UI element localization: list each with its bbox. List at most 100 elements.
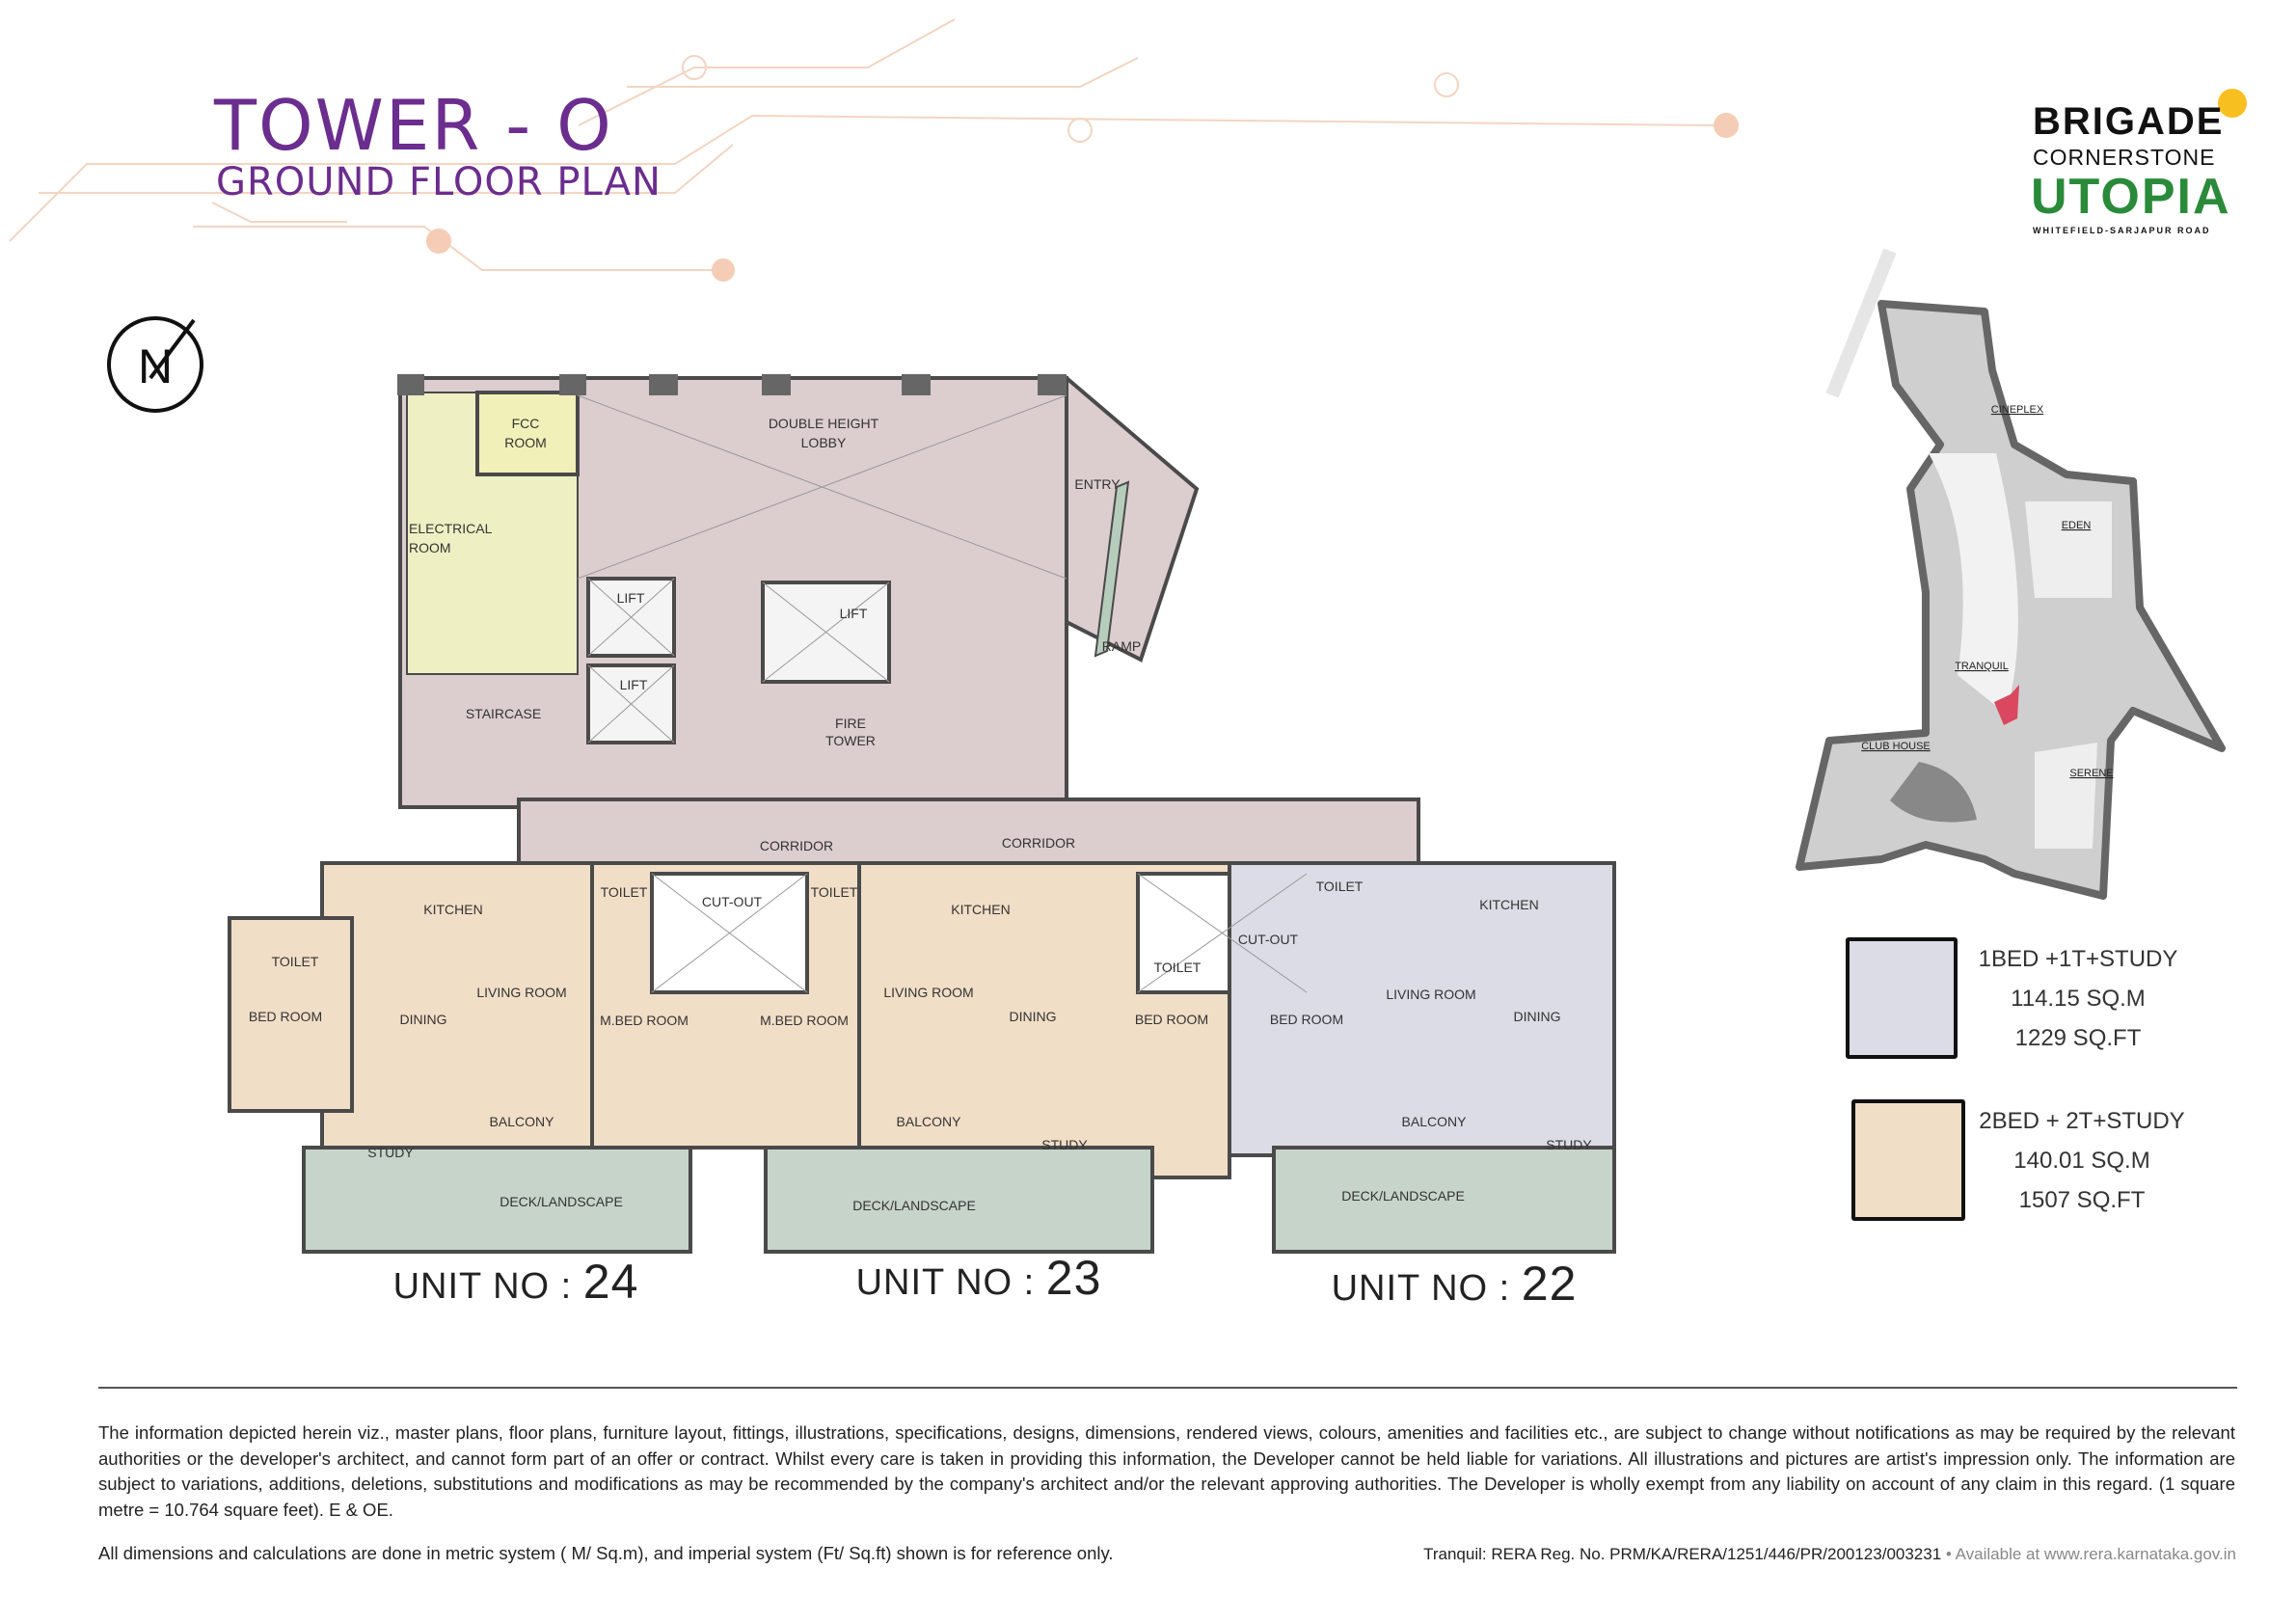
entry-wing: [1065, 373, 1200, 663]
site-label-cineplex: CINEPLEX: [1991, 404, 2044, 416]
site-map: CINEPLEX EDEN TRANQUIL CLUB HOUSE SERENE: [1796, 248, 2226, 900]
unit-24-bedroom-wing: [228, 916, 354, 1113]
rera-website: • Available at www.rera.karnataka.gov.in: [1941, 1545, 2236, 1563]
unit-number: 24: [582, 1255, 639, 1309]
unit-label-22: UNIT NO : 22: [1332, 1256, 1578, 1312]
u23-dining: DINING: [1010, 1009, 1057, 1024]
unit-label-23: UNIT NO : 23: [856, 1250, 1102, 1306]
unit-label-24: UNIT NO : 24: [393, 1254, 639, 1310]
legend-sqm: 114.15 SQ.M: [2011, 986, 2146, 1012]
compass-letter: N: [138, 339, 173, 393]
disclaimer-text: The information depicted herein viz., ma…: [98, 1422, 2235, 1520]
rera-number: Tranquil: RERA Reg. No. PRM/KA/RERA/1251…: [1423, 1545, 1942, 1563]
legend-sqft: 1229 SQ.FT: [2014, 1025, 2142, 1051]
label-fire-tower-2: TOWER: [825, 733, 876, 748]
u23-kitchen: KITCHEN: [951, 902, 1010, 917]
unit-number: 23: [1045, 1251, 1102, 1305]
unit-prefix: UNIT NO :: [392, 1266, 583, 1307]
logo-sun-icon: [2218, 89, 2247, 118]
u22-study: STUDY: [1546, 1137, 1592, 1152]
label-corridor-2: CORRIDOR: [1002, 835, 1075, 851]
u22-living: LIVING ROOM: [1386, 987, 1475, 1002]
label-cutout-1: CUT-OUT: [702, 894, 763, 909]
u23-deck: DECK/LANDSCAPE: [852, 1198, 976, 1213]
u23-balcony: BALCONY: [897, 1114, 962, 1129]
unit-prefix: UNIT NO :: [1331, 1268, 1522, 1309]
footer-divider: [98, 1387, 2237, 1389]
u24-kitchen: KITCHEN: [423, 902, 482, 917]
legend-swatch-1bed: [1846, 937, 1958, 1059]
unit-24: [320, 861, 594, 1179]
legend-2bed: 2BED + 2T+STUDY 140.01 SQ.M 1507 SQ.FT: [1961, 1101, 2202, 1220]
deck-23: [764, 1146, 1154, 1254]
u24-toilet: TOILET: [272, 954, 319, 969]
u23-bedroom: BED ROOM: [1135, 1012, 1208, 1027]
label-lift-3: LIFT: [840, 606, 868, 621]
label-lift-2: LIFT: [620, 677, 648, 692]
floor-plan: FCC ROOM DOUBLE HEIGHT LOBBY ELECTRICAL …: [228, 373, 1616, 1254]
site-label-clubhouse: CLUB HOUSE: [1861, 741, 1931, 752]
logo-brigade: BRIGADE: [2033, 100, 2225, 143]
unit-number: 22: [1521, 1257, 1578, 1311]
legend-type: 2BED + 2T+STUDY: [1979, 1108, 2185, 1134]
tower-location-marker: [1994, 685, 2019, 725]
u23-toilet-2: TOILET: [811, 884, 858, 900]
u22-dining: DINING: [1514, 1009, 1561, 1024]
label-lobby-2: LOBBY: [801, 435, 847, 450]
deck-24: [302, 1146, 692, 1254]
label-corridor-1: CORRIDOR: [760, 838, 833, 853]
label-fcc: FCC: [512, 416, 540, 431]
u22-bedroom: BED ROOM: [1270, 1012, 1343, 1027]
unit-23: [857, 861, 1231, 1179]
legend-swatch-2bed: [1851, 1099, 1965, 1221]
ramp-strip: [1094, 480, 1130, 658]
u23-study: STUDY: [1041, 1137, 1088, 1152]
u23-living: LIVING ROOM: [883, 985, 973, 1000]
u22-balcony: BALCONY: [1402, 1114, 1468, 1129]
metric-note: All dimensions and calculations are done…: [98, 1543, 1114, 1563]
site-label-tranquil: TRANQUIL: [1955, 661, 2009, 672]
legend-1bed: 1BED +1T+STUDY 114.15 SQ.M 1229 SQ.FT: [1958, 939, 2199, 1058]
north-compass-icon: N: [107, 316, 203, 413]
u24-bedroom: BED ROOM: [249, 1009, 322, 1024]
label-staircase: STAIRCASE: [466, 706, 541, 721]
u24-dining: DINING: [400, 1012, 447, 1027]
label-fire-tower: FIRE: [835, 716, 866, 731]
label-fcc-2: ROOM: [504, 435, 547, 450]
u24-study: STUDY: [367, 1145, 414, 1160]
label-electrical: ELECTRICAL: [409, 521, 493, 536]
legend-sqft: 1507 SQ.FT: [2018, 1187, 2146, 1213]
page-subtitle: GROUND FLOOR PLAN: [216, 160, 662, 204]
logo-cornerstone: CORNERSTONE: [2033, 145, 2216, 170]
u23-mbed: M.BED ROOM: [760, 1013, 849, 1028]
legend-type: 1BED +1T+STUDY: [1978, 946, 2178, 972]
corridor: [517, 798, 1420, 865]
label-electrical-2: ROOM: [409, 540, 451, 555]
label-entry: ENTRY: [1074, 476, 1121, 492]
page-title: TOWER - O: [214, 85, 613, 166]
u24-living: LIVING ROOM: [476, 985, 566, 1000]
site-label-serene: SERENE: [2069, 768, 2113, 779]
u22-deck: DECK/LANDSCAPE: [1341, 1188, 1465, 1204]
unit-prefix: UNIT NO :: [855, 1262, 1046, 1303]
label-cutout-2: CUT-OUT: [1238, 932, 1299, 947]
label-ramp: RAMP: [1102, 638, 1141, 654]
circuit-decoration: [9, 18, 1739, 282]
deck-22: [1272, 1146, 1616, 1254]
logo-utopia: UTOPIA: [2031, 169, 2231, 225]
u22-kitchen: KITCHEN: [1479, 897, 1538, 912]
u24-balcony: BALCONY: [490, 1114, 555, 1129]
u23-toilet: TOILET: [1154, 960, 1202, 975]
u24-toilet-2: TOILET: [601, 884, 648, 900]
rera-registration: Tranquil: RERA Reg. No. PRM/KA/RERA/1251…: [1423, 1545, 2236, 1564]
u24-mbed: M.BED ROOM: [600, 1013, 689, 1028]
fcc-room: [475, 391, 580, 476]
brand-logo: BRIGADE CORNERSTONE UTOPIA WHITEFIELD-SA…: [2025, 89, 2247, 243]
logo-location: WHITEFIELD-SARJAPUR ROAD: [2033, 226, 2211, 235]
u24-deck: DECK/LANDSCAPE: [500, 1194, 623, 1209]
label-lobby: DOUBLE HEIGHT: [769, 416, 879, 431]
legend-sqm: 140.01 SQ.M: [2013, 1148, 2150, 1174]
site-label-eden: EDEN: [2062, 520, 2092, 531]
label-lift-1: LIFT: [617, 590, 645, 606]
u22-toilet: TOILET: [1316, 879, 1364, 894]
